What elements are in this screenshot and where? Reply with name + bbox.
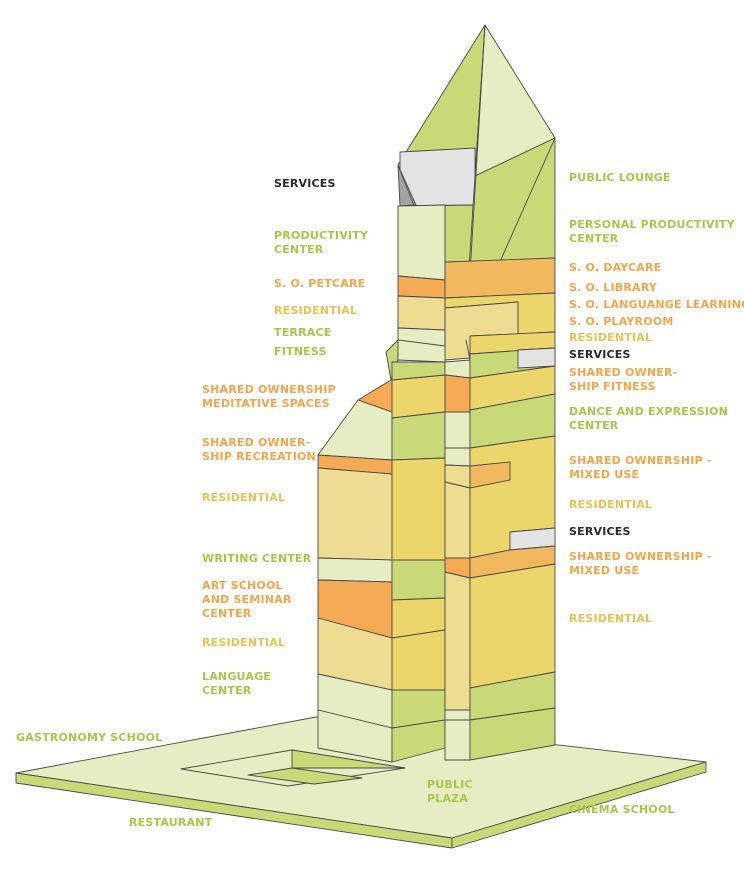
label-dance-line2: CENTER: [569, 419, 619, 432]
label-services-left-text: SERVICES: [274, 177, 336, 190]
label-residential-top-left: RESIDENTIAL: [274, 304, 357, 318]
label-meditative-line1: SHARED OWNERSHIP: [202, 383, 336, 396]
label-language-line1: LANGUAGE: [202, 670, 272, 683]
label-writing-center: WRITING CENTER: [202, 552, 311, 566]
label-mixed-use-1-line1: SHARED OWNERSHIP -: [569, 454, 712, 467]
tower-middle-column: [391, 361, 446, 763]
label-services-right-top: SERVICES: [569, 348, 631, 362]
label-shared-fitness: SHARED OWNER-SHIP FITNESS: [569, 366, 677, 394]
label-productivity-line1: PRODUCTIVITY: [274, 229, 369, 242]
label-gastronomy-school: GASTRONOMY SCHOOL: [16, 731, 162, 745]
label-art-line1: ART SCHOOL: [202, 579, 283, 592]
label-so-petcare: S. O. PETCARE: [274, 277, 365, 291]
label-cinema-school-text: CINEMA SCHOOL: [569, 803, 675, 816]
label-so-library-text: S. O. LIBRARY: [569, 281, 657, 294]
label-language-line2: CENTER: [202, 684, 252, 697]
label-services-right-top-text: SERVICES: [569, 348, 631, 361]
label-so-daycare-text: S. O. DAYCARE: [569, 261, 662, 274]
label-plaza-line1: PUBLIC: [427, 778, 473, 791]
label-art-line2: AND SEMINAR: [202, 593, 292, 606]
label-art-line3: CENTER: [202, 607, 252, 620]
label-services-right-bottom-text: SERVICES: [569, 525, 631, 538]
label-shared-recreation: SHARED OWNER-SHIP RECREATION: [202, 436, 316, 464]
label-recreation-line2: SHIP RECREATION: [202, 450, 316, 463]
tower-inner-strip: [444, 359, 471, 761]
label-residential-mid-left-text: RESIDENTIAL: [202, 491, 286, 504]
label-so-languange-learning: S. O. LANGUANGE LEARNING: [569, 298, 744, 312]
label-so-languange-learning-text: S. O. LANGUANGE LEARNING: [569, 298, 744, 311]
label-public-lounge: PUBLIC LOUNGE: [569, 171, 671, 185]
label-so-playroom-text: S. O. PLAYROOM: [569, 315, 674, 328]
label-restaurant-text: RESTAURANT: [129, 816, 213, 829]
label-fitness: FITNESS: [274, 345, 327, 359]
label-residential-top-right: RESIDENTIAL: [569, 331, 652, 345]
label-dance-line1: DANCE AND EXPRESSION: [569, 405, 728, 418]
label-residential-mid-left: RESIDENTIAL: [202, 491, 285, 505]
label-residential-mid-right: RESIDENTIAL: [569, 498, 652, 512]
label-writing-center-text: WRITING CENTER: [202, 552, 312, 565]
label-residential-low-right: RESIDENTIAL: [569, 612, 652, 626]
label-recreation-line1: SHARED OWNER-: [202, 436, 311, 449]
label-terrace: TERRACE: [274, 326, 331, 340]
label-shared-fitness-line2: SHIP FITNESS: [569, 380, 656, 393]
label-public-lounge-text: PUBLIC LOUNGE: [569, 171, 671, 184]
label-services-left: SERVICES: [274, 177, 336, 191]
label-so-daycare: S. O. DAYCARE: [569, 261, 661, 275]
label-shared-fitness-line1: SHARED OWNER-: [569, 366, 678, 379]
label-residential-top-left-text: RESIDENTIAL: [274, 304, 358, 317]
label-terrace-text: TERRACE: [274, 326, 332, 339]
label-mixed-use-1: SHARED OWNERSHIP -MIXED USE: [569, 454, 712, 482]
label-so-petcare-text: S. O. PETCARE: [274, 277, 366, 290]
label-personal-line1: PERSONAL PRODUCTIVITY: [569, 218, 735, 231]
label-productivity-line2: CENTER: [274, 243, 324, 256]
label-restaurant: RESTAURANT: [129, 816, 212, 830]
label-mixed-use-2-line1: SHARED OWNERSHIP -: [569, 550, 712, 563]
label-personal-line2: CENTER: [569, 232, 619, 245]
label-services-right-bottom: SERVICES: [569, 525, 631, 539]
label-gastronomy-school-text: GASTRONOMY SCHOOL: [16, 731, 163, 744]
tower-right-face: [469, 347, 556, 761]
slanted-block: [317, 339, 446, 475]
label-residential-low-right-text: RESIDENTIAL: [569, 612, 653, 625]
label-mixed-use-2: SHARED OWNERSHIP -MIXED USE: [569, 550, 712, 578]
label-residential-top-right-text: RESIDENTIAL: [569, 331, 653, 344]
label-so-playroom: S. O. PLAYROOM: [569, 315, 673, 329]
label-mixed-use-1-line2: MIXED USE: [569, 468, 640, 481]
label-cinema-school: CINEMA SCHOOL: [569, 803, 675, 817]
label-fitness-text: FITNESS: [274, 345, 327, 358]
label-residential-low-left-text: RESIDENTIAL: [202, 636, 286, 649]
label-residential-low-left: RESIDENTIAL: [202, 636, 285, 650]
label-so-library: S. O. LIBRARY: [569, 281, 657, 295]
label-meditative-line2: MEDITATIVE SPACES: [202, 397, 330, 410]
tower-left-face: [317, 467, 393, 763]
label-mixed-use-2-line2: MIXED USE: [569, 564, 640, 577]
label-residential-mid-right-text: RESIDENTIAL: [569, 498, 653, 511]
label-plaza-line2: PLAZA: [427, 792, 469, 805]
